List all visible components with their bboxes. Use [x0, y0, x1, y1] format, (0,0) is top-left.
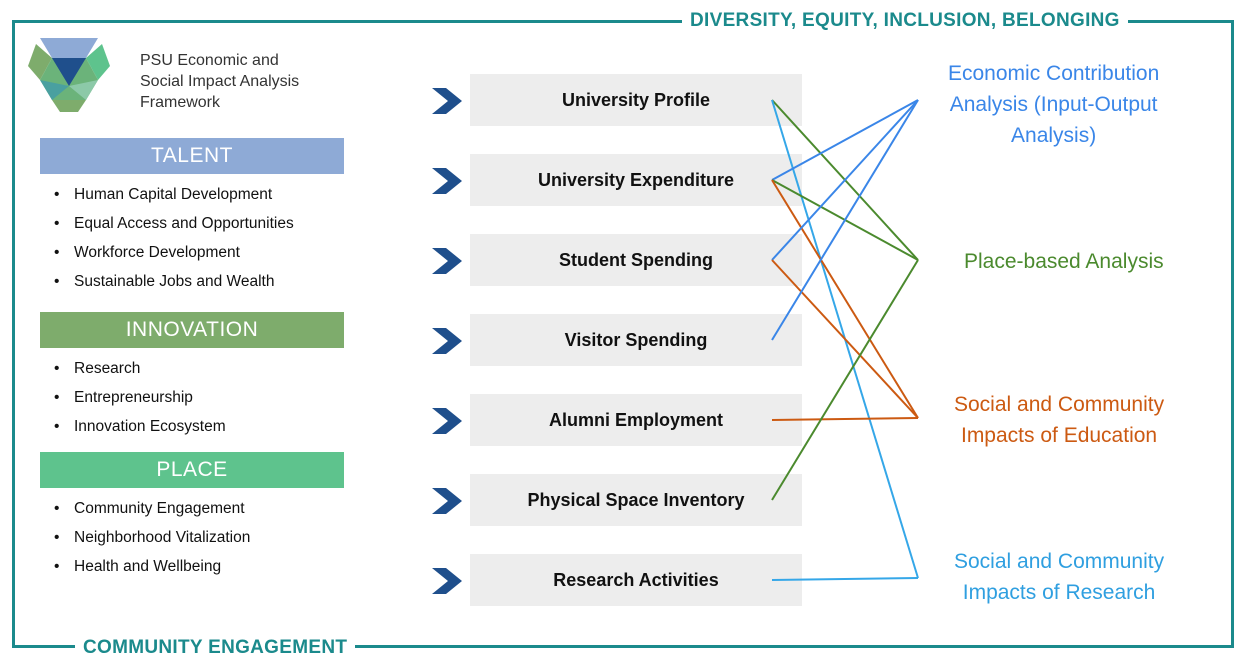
- chevron-right-icon: [432, 88, 462, 114]
- input-research-activities: Research Activities: [432, 554, 802, 606]
- input-label: Visitor Spending: [470, 314, 802, 366]
- outcome-line: Impacts of Education: [960, 424, 1158, 447]
- input-alumni-employment: Alumni Employment: [432, 394, 802, 446]
- outcome-impacts-education: Social and Community Impacts of Educatio…: [954, 389, 1164, 451]
- list-item: Sustainable Jobs and Wealth: [54, 267, 294, 296]
- section-innovation-heading: INNOVATION: [40, 312, 344, 348]
- outcome-line: Impacts of Research: [962, 581, 1156, 604]
- section-talent-heading: TALENT: [40, 138, 344, 174]
- outcome-line: Economic Contribution: [948, 62, 1160, 85]
- chevron-right-icon: [432, 168, 462, 194]
- list-item: Health and Wellbeing: [54, 552, 250, 581]
- input-label: University Profile: [470, 74, 802, 126]
- chevron-right-icon: [432, 488, 462, 514]
- input-university-profile: University Profile: [432, 74, 802, 126]
- outcome-line: Analysis): [1011, 124, 1097, 147]
- frame-top-label: DIVERSITY, EQUITY, INCLUSION, BELONGING: [682, 10, 1128, 32]
- list-item: Neighborhood Vitalization: [54, 523, 250, 552]
- input-label: Physical Space Inventory: [470, 474, 802, 526]
- frame-bottom-label: COMMUNITY ENGAGEMENT: [75, 637, 356, 659]
- list-item: Equal Access and Opportunities: [54, 209, 294, 238]
- outcome-economic-contribution: Economic Contribution Analysis (Input-Ou…: [948, 58, 1159, 151]
- outcome-line: Social and Community: [954, 550, 1165, 573]
- chevron-right-icon: [432, 328, 462, 354]
- section-place-list: Community Engagement Neighborhood Vitali…: [54, 494, 250, 581]
- input-label: Alumni Employment: [470, 394, 802, 446]
- outcome-line: Place-based Analysis: [964, 250, 1164, 273]
- list-item: Human Capital Development: [54, 180, 294, 209]
- input-label: Student Spending: [470, 234, 802, 286]
- framework-title: PSU Economic and Social Impact Analysis …: [140, 50, 360, 113]
- outcome-place-based: Place-based Analysis: [964, 246, 1164, 277]
- framework-title-line: PSU Economic and: [140, 52, 279, 69]
- list-item: Workforce Development: [54, 238, 294, 267]
- chevron-right-icon: [432, 408, 462, 434]
- input-visitor-spending: Visitor Spending: [432, 314, 802, 366]
- input-physical-space-inventory: Physical Space Inventory: [432, 474, 802, 526]
- framework-frame: [12, 20, 1234, 648]
- outcome-line: Social and Community: [954, 393, 1165, 416]
- section-talent-list: Human Capital Development Equal Access a…: [54, 180, 294, 296]
- list-item: Research: [54, 354, 226, 383]
- section-innovation-list: Research Entrepreneurship Innovation Eco…: [54, 354, 226, 441]
- list-item: Innovation Ecosystem: [54, 412, 226, 441]
- outcome-impacts-research: Social and Community Impacts of Research: [954, 546, 1164, 608]
- input-label: University Expenditure: [470, 154, 802, 206]
- input-student-spending: Student Spending: [432, 234, 802, 286]
- outcome-line: Analysis (Input-Output: [949, 93, 1158, 116]
- chevron-right-icon: [432, 248, 462, 274]
- list-item: Community Engagement: [54, 494, 250, 523]
- list-item: Entrepreneurship: [54, 383, 226, 412]
- hexagon-triangle-logo-icon: [28, 38, 110, 112]
- framework-title-line: Framework: [140, 94, 221, 111]
- input-label: Research Activities: [470, 554, 802, 606]
- framework-title-line: Social Impact Analysis: [140, 73, 300, 90]
- section-place-heading: PLACE: [40, 452, 344, 488]
- chevron-right-icon: [432, 568, 462, 594]
- input-university-expenditure: University Expenditure: [432, 154, 802, 206]
